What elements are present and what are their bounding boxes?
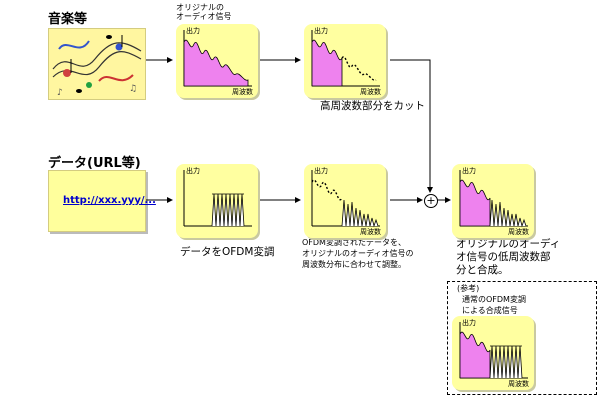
y-axis-label: 出力: [462, 167, 476, 175]
panel-cut-high: 出力 周波数: [304, 24, 386, 98]
url-note: http://xxx.yyy/...: [48, 170, 156, 232]
x-axis-label: 周波数: [232, 88, 253, 96]
x-axis-label: 周波数: [508, 380, 529, 388]
caption-ofdm-adjust-2: オリジナルのオーディオ信号の: [302, 249, 414, 258]
url-link[interactable]: http://xxx.yyy/...: [63, 195, 156, 206]
y-axis-label: 出力: [186, 167, 200, 175]
caption-data-ofdm: データをOFDM変調: [180, 246, 275, 258]
caption-original-1: オリジナルの: [176, 3, 224, 12]
panel-original-audio: 出力 周波数: [176, 24, 258, 98]
caption-combine-2: オ信号の低周波数部: [456, 251, 551, 263]
panel-combined: 出力 周波数: [452, 164, 534, 238]
data-header: データ(URL等): [48, 156, 141, 171]
x-axis-label: 周波数: [360, 228, 381, 236]
caption-combine-1: オリジナルのオーディ: [456, 238, 561, 250]
caption-original-2: オーディオ信号: [176, 12, 232, 21]
caption-combine-3: 分と合成。: [456, 264, 509, 276]
music-illustration: ♪ ♫: [48, 28, 146, 100]
ref-caption-3: による合成信号: [462, 306, 518, 315]
arrow-cut-to-plus: [390, 59, 433, 193]
music-notes-icon: ♪ ♫: [52, 35, 142, 98]
svg-text:♪: ♪: [57, 88, 63, 98]
caption-cut-high: 高周波数部分をカット: [320, 100, 425, 112]
music-header: 音楽等: [48, 12, 88, 27]
svg-text:♫: ♫: [129, 84, 137, 94]
caption-ofdm-adjust-3: 周波数分布に合わせて調整。: [302, 260, 406, 269]
y-axis-label: 出力: [314, 27, 328, 35]
ref-caption-2: 通常のOFDM変調: [462, 295, 526, 304]
reference-box: [447, 281, 597, 395]
ref-caption-1: (参考): [457, 284, 480, 293]
panel-adjusted-ofdm: 出力 周波数: [304, 164, 386, 238]
y-axis-label: 出力: [314, 167, 328, 175]
y-axis-label: 出力: [462, 319, 476, 327]
caption-ofdm-adjust-1: OFDM変調されたデータを、: [302, 238, 406, 247]
x-axis-label: 周波数: [508, 228, 529, 236]
y-axis-label: 出力: [186, 27, 200, 35]
panel-data-ofdm: 出力: [176, 164, 258, 238]
panel-reference: 出力 周波数: [452, 316, 534, 390]
x-axis-label: 周波数: [360, 88, 381, 96]
plus-symbol: +: [424, 194, 438, 208]
